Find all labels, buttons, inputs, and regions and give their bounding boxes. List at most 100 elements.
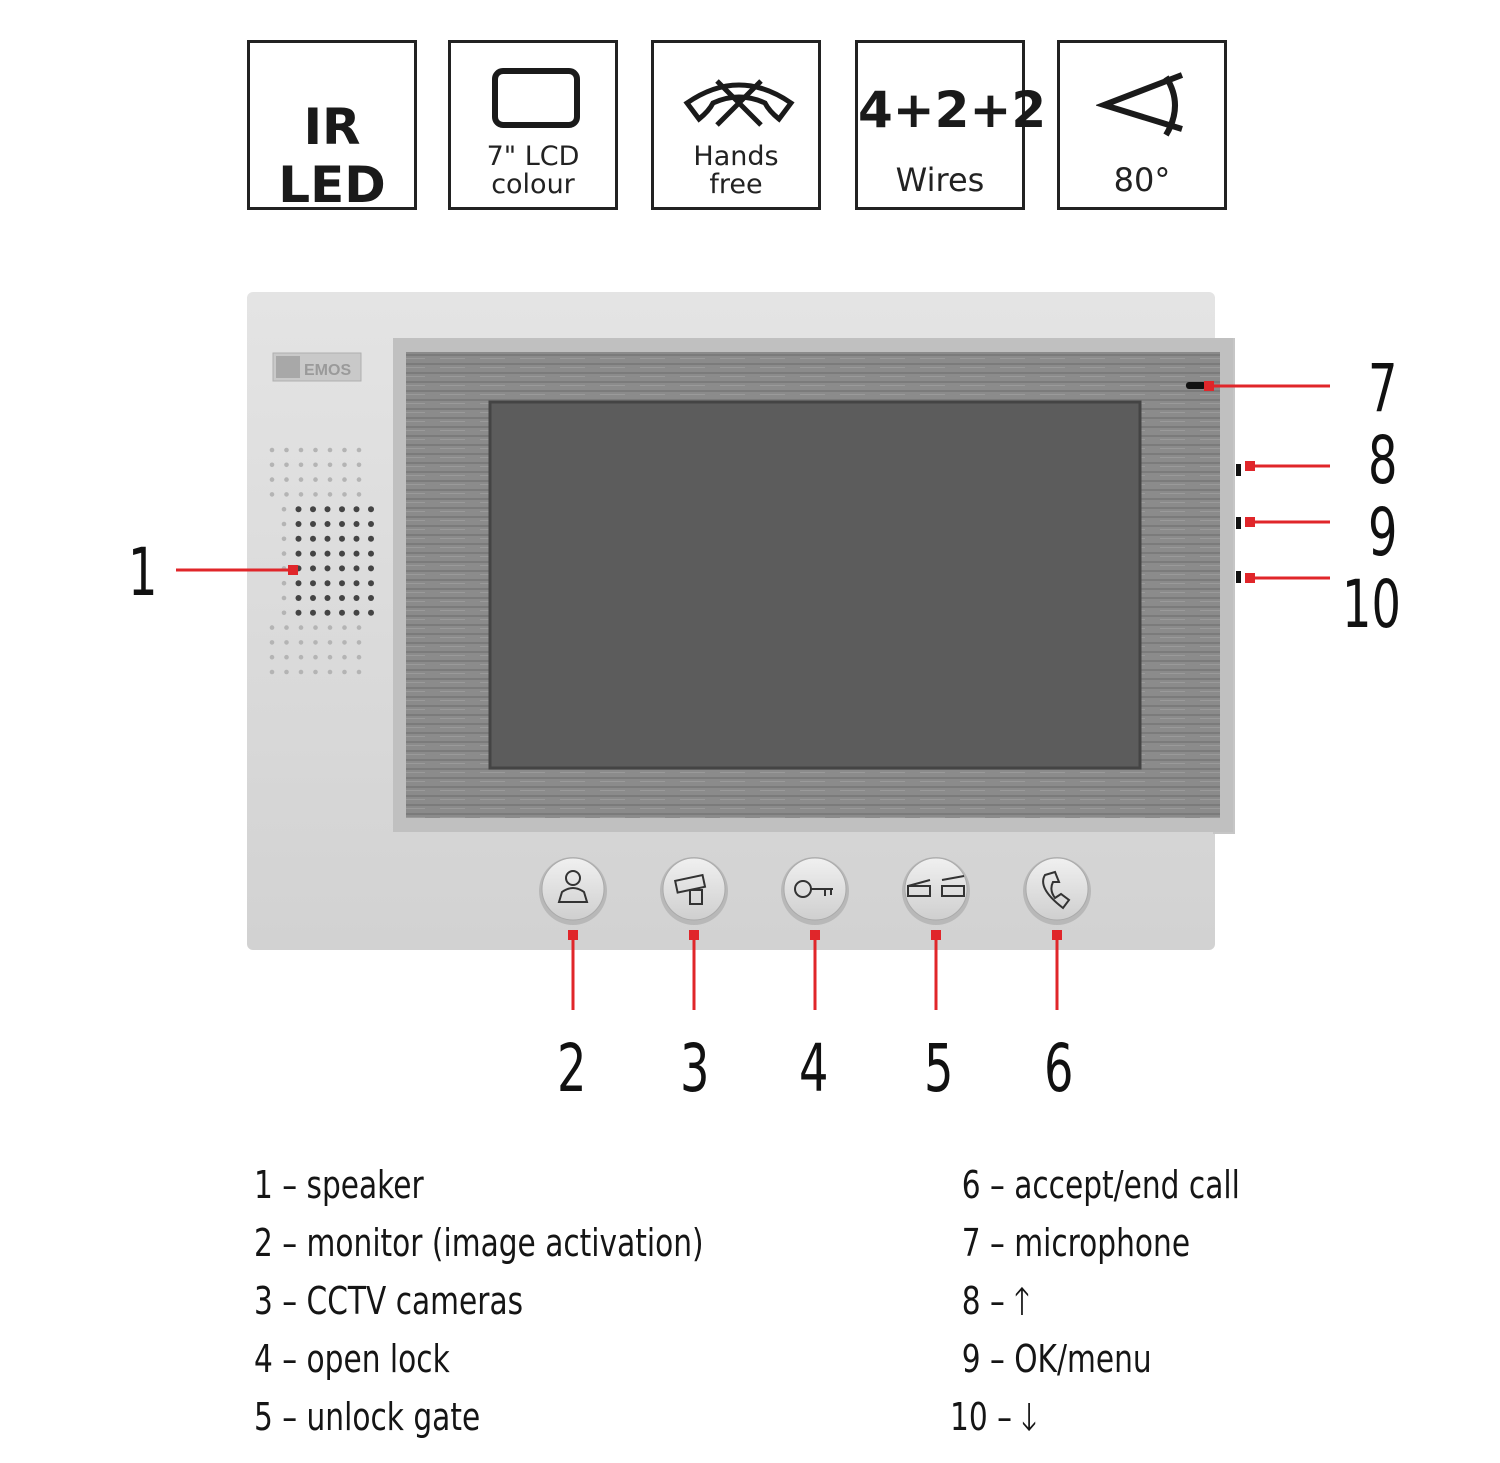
grille-hole	[339, 580, 345, 587]
grille-hole	[327, 654, 333, 660]
legend-left: 1 – speaker 2 – monitor (image activatio…	[254, 1156, 704, 1446]
grille-hole	[313, 654, 318, 660]
grille-hole	[342, 492, 347, 497]
grille-hole	[310, 550, 316, 557]
grille-hole	[313, 462, 318, 468]
grille-hole	[313, 669, 318, 675]
grille-hole	[324, 550, 331, 557]
front-button-3	[660, 857, 728, 925]
grille-hole	[327, 447, 333, 453]
grille-hole	[295, 580, 302, 587]
grille-hole	[281, 506, 287, 512]
grille-hole	[298, 625, 304, 630]
grille-hole	[342, 640, 347, 645]
grille-hole	[284, 492, 289, 497]
grille-hole	[310, 521, 316, 527]
callout-10: 10	[1342, 566, 1401, 643]
grille-hole	[353, 506, 360, 513]
grille-hole	[313, 492, 318, 497]
grille-hole	[353, 609, 360, 616]
grille-hole	[284, 447, 289, 453]
side-button-down	[1236, 571, 1241, 583]
grille-hole	[356, 654, 362, 660]
legend-item: 10 – 🡓	[950, 1395, 1037, 1439]
grille-hole	[284, 654, 289, 660]
grille-hole	[368, 580, 374, 587]
grille-hole	[310, 595, 316, 601]
grille-hole	[284, 640, 289, 645]
callout-9: 9	[1368, 494, 1398, 571]
grille-hole	[298, 654, 304, 660]
grille-hole	[353, 565, 360, 572]
grille-hole	[339, 550, 345, 557]
front-button-6	[1023, 857, 1091, 925]
grille-hole	[327, 462, 333, 468]
grille-hole	[342, 477, 347, 482]
grille-hole	[284, 625, 289, 630]
grille-hole	[310, 506, 316, 513]
legend-item: 5 – unlock gate	[254, 1395, 481, 1439]
grille-hole	[284, 477, 289, 482]
grille-hole	[295, 609, 302, 616]
feature-ir-led: IR LED	[247, 40, 417, 214]
lcd-screen	[488, 400, 1142, 770]
grille-hole	[353, 595, 360, 601]
brand-text: EMOS	[304, 362, 351, 379]
grille-hole	[284, 462, 289, 468]
speaker-grille	[269, 447, 374, 675]
legend-item: 8 – 🡑	[961, 1279, 1030, 1323]
legend-item: 2 – monitor (image activation)	[254, 1221, 704, 1265]
grille-hole	[368, 565, 374, 572]
callout-line-2	[568, 930, 578, 1010]
grille-hole	[324, 565, 331, 572]
grille-hole	[298, 462, 304, 468]
handset-crossed-icon	[683, 79, 795, 127]
cctv-camera-icon	[673, 873, 707, 905]
grille-hole	[269, 492, 275, 497]
grille-hole	[324, 609, 331, 616]
callout-line-5	[931, 930, 941, 1010]
grille-hole	[281, 521, 287, 527]
grille-hole	[356, 462, 362, 468]
grille-hole	[298, 477, 304, 482]
grille-hole	[313, 640, 318, 645]
feature-hands-free: Hands free	[651, 40, 821, 210]
grille-hole	[310, 535, 316, 542]
grille-hole	[327, 625, 333, 630]
feature-title: 4+2+2	[858, 81, 1047, 139]
callout-4: 4	[799, 1030, 829, 1107]
grille-hole	[327, 669, 333, 675]
grille-hole	[324, 580, 331, 587]
legend-item: 4 – open lock	[254, 1337, 450, 1381]
callout-line-6	[1052, 930, 1062, 1010]
feature-lcd: 7" LCD colour	[448, 40, 618, 210]
callout-line-7	[1204, 381, 1330, 391]
callout-8: 8	[1368, 422, 1398, 499]
grille-hole	[313, 625, 318, 630]
grille-hole	[281, 551, 287, 556]
front-button-4	[781, 857, 849, 925]
grille-hole	[356, 640, 362, 645]
feature-angle: 80°	[1057, 40, 1227, 210]
grille-hole	[284, 669, 289, 675]
lcd-screen-icon	[492, 68, 580, 128]
legend-item: 7 – microphone	[961, 1221, 1191, 1265]
feature-line: colour	[491, 169, 575, 200]
intercom-monitor-diagram: EMOS	[176, 292, 1330, 1010]
grille-hole	[295, 535, 302, 542]
grille-hole	[327, 477, 333, 482]
feature-line: 7" LCD	[486, 141, 580, 172]
grille-hole	[356, 669, 362, 675]
grille-hole	[295, 506, 302, 513]
grille-hole	[324, 595, 331, 601]
feature-line: 80°	[1113, 161, 1171, 199]
grille-hole	[342, 654, 347, 660]
grille-hole	[353, 535, 360, 542]
grille-hole	[356, 625, 362, 630]
grille-hole	[298, 492, 304, 497]
grille-hole	[281, 595, 287, 601]
grille-hole	[353, 521, 360, 527]
feature-title: IR LED	[278, 98, 386, 214]
callout-5: 5	[924, 1030, 954, 1107]
brand-logo: EMOS	[272, 352, 362, 382]
